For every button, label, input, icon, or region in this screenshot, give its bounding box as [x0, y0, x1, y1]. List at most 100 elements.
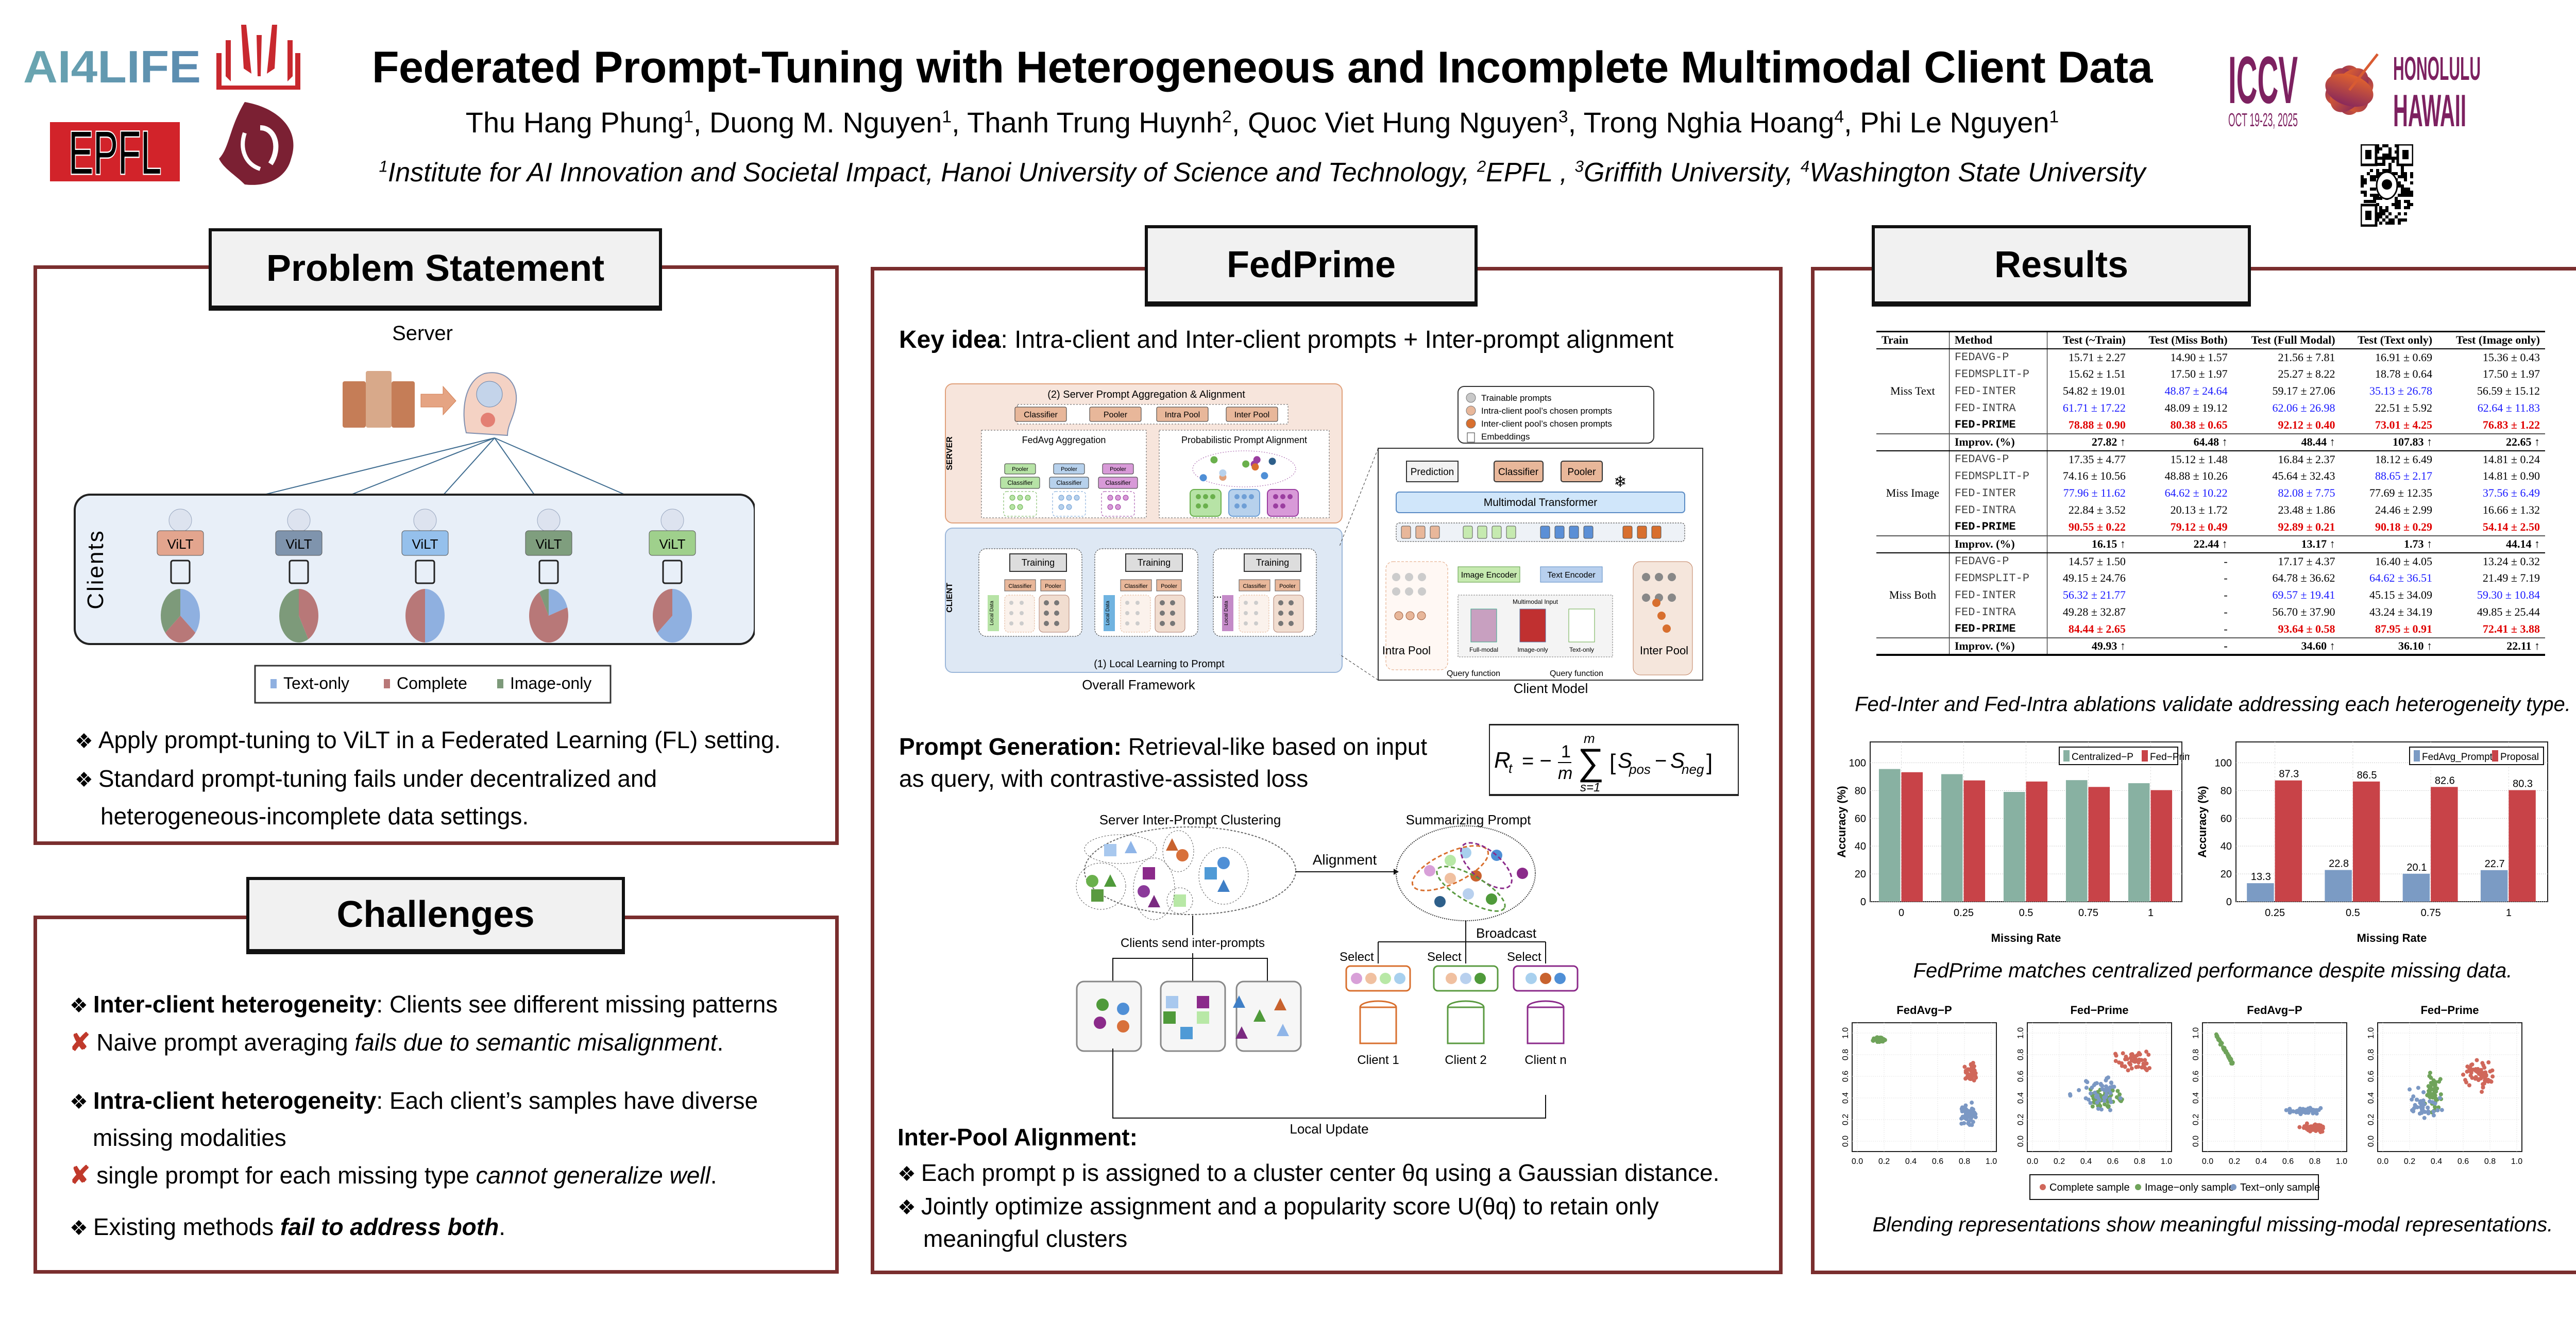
svg-text:−: − — [1655, 750, 1667, 772]
scatter-point — [2309, 1107, 2313, 1112]
legend-label: Text-only — [283, 674, 349, 692]
x-tick-label: 0.4 — [2080, 1157, 2092, 1166]
scatter-point — [2413, 1103, 2417, 1107]
y-tick-label: 0 — [1860, 897, 1866, 908]
scatter-point — [2108, 1108, 2112, 1112]
svg-text:S: S — [1618, 748, 1632, 772]
hibiscus-icon — [2325, 53, 2379, 115]
method-name: FED-PRIME — [1948, 518, 2047, 536]
legend-label: FedAvg_Prompt — [2422, 752, 2493, 763]
scatter-point — [2482, 1081, 2486, 1086]
scatter-point — [2088, 1091, 2093, 1096]
scatter-point — [2419, 1103, 2424, 1107]
x-axis-label: Missing Rate — [2357, 932, 2427, 944]
scatter-point — [2429, 1080, 2433, 1085]
x-tick-label: 0.6 — [1932, 1157, 1943, 1166]
column-header: Method — [1948, 331, 2047, 349]
scatter-point — [2102, 1098, 2107, 1103]
scatter-point — [2438, 1077, 2443, 1081]
scatter-point — [2469, 1063, 2473, 1068]
legend-swatch — [2492, 750, 2498, 762]
svg-text:Pooler: Pooler — [1110, 466, 1126, 472]
scatter-point — [1880, 1037, 1885, 1041]
svg-text:Pooler: Pooler — [1061, 466, 1077, 472]
x-tick-label: 0.2 — [2404, 1157, 2415, 1166]
summary-prompt — [1460, 847, 1471, 858]
qr-code[interactable] — [2359, 143, 2415, 227]
bar — [1878, 769, 1901, 902]
x-tick-label: 1 — [2148, 907, 2154, 919]
prompt-circle — [1138, 885, 1150, 898]
train-setting: Miss Image — [1886, 486, 1940, 499]
prompt-triangle — [1104, 874, 1116, 887]
svg-text:t: t — [1509, 760, 1513, 776]
challenge-intra-fail: ✘single prompt for each missing type can… — [70, 1162, 717, 1189]
scatter-point — [2410, 1108, 2414, 1112]
result-cell: 73.01 ± 4.25 — [2375, 418, 2433, 431]
svg-text:Query function: Query function — [1550, 669, 1603, 678]
legend-label: Embeddings — [1481, 432, 1530, 442]
prompt-circle — [1086, 875, 1098, 887]
result-cell: 48.88 ± 10.26 — [2164, 469, 2228, 482]
y-tick-label: 80 — [2221, 785, 2232, 797]
result-cell: 17.17 ± 4.37 — [2278, 554, 2335, 568]
scatter-point — [1969, 1062, 1973, 1067]
vilt-label: ViLT — [167, 536, 193, 552]
prompt-square — [1104, 844, 1116, 856]
column-header: Train — [1882, 333, 1909, 347]
result-cell: 78.88 ± 0.90 — [2046, 416, 2131, 434]
affil-name: Washington State University — [1809, 158, 2146, 188]
result-cell: - — [2224, 605, 2228, 618]
method-name: FED-INTRA — [1948, 501, 2047, 519]
scatter-point — [2094, 1081, 2099, 1086]
y-tick-label: 60 — [2221, 813, 2232, 824]
bar — [2003, 792, 2025, 902]
text-encoder-label: Text Encoder — [1547, 571, 1596, 580]
iccv-city: HONOLULU — [2393, 50, 2481, 87]
summary-prompt — [1445, 873, 1456, 884]
scatter-point — [2304, 1124, 2309, 1128]
legend-marker — [1466, 418, 1476, 429]
scatter-point — [2480, 1061, 2485, 1066]
scatter-point — [2100, 1084, 2105, 1088]
diamond-bullet-icon: ❖ — [897, 1196, 916, 1219]
svg-text:Local Data: Local Data — [989, 601, 995, 625]
prompt-triangle — [1148, 895, 1160, 907]
interpool-bullet-1: ❖Each prompt p is assigned to a cluster … — [897, 1159, 1720, 1186]
pie-slice — [299, 589, 318, 639]
svg-text:pos: pos — [1629, 762, 1651, 777]
scatter-point — [1965, 1114, 1970, 1119]
challenges-heading: Challenges — [246, 877, 625, 954]
vilt-label: ViLT — [412, 536, 438, 552]
result-cell: 84.44 ± 2.65 — [2046, 620, 2131, 638]
client-label: Client n — [1524, 1053, 1566, 1067]
result-cell: 74.16 ± 10.56 — [2046, 467, 2131, 485]
training-label: Training — [1138, 557, 1171, 568]
scatter-point — [2461, 1072, 2465, 1077]
legend-box — [2409, 747, 2544, 765]
improv-cell: 64.48 ↑ — [2193, 435, 2228, 448]
x-tick-label: 0.8 — [1959, 1157, 1970, 1166]
x-tick-label: 0.75 — [2421, 907, 2441, 919]
result-cell: 92.89 ± 0.21 — [2278, 520, 2335, 533]
y-tick-label: 0.2 — [2192, 1114, 2200, 1125]
scatter-point — [2104, 1078, 2108, 1083]
server-rack-icon — [343, 371, 415, 428]
scatter-point — [2120, 1063, 2124, 1068]
x-tick-label: 0.6 — [2458, 1157, 2469, 1166]
client-node: ViLT — [275, 509, 323, 642]
y-tick-label: 0.4 — [2016, 1092, 2025, 1104]
client-node: ViLT — [525, 509, 572, 642]
x-tick-label: 0.4 — [2256, 1157, 2267, 1166]
improv-cell: 22.65 ↑ — [2506, 435, 2540, 448]
device-icon — [662, 560, 683, 584]
prompt-circle — [1094, 1017, 1106, 1029]
scatter-point — [2115, 1089, 2120, 1093]
improv-label: Improv. (%) — [1948, 433, 2047, 451]
scatter-point — [2419, 1110, 2424, 1115]
scatter-point — [2214, 1032, 2218, 1037]
